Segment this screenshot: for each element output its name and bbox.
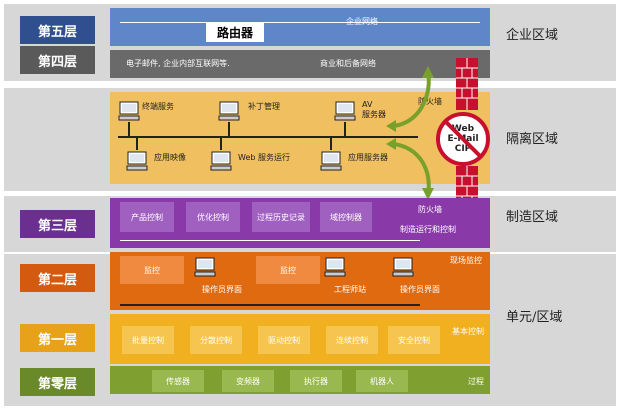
level-0-label: 第零层 <box>20 368 95 396</box>
mfg-ops-text: 制造运行和控制 <box>400 225 456 234</box>
process-label: 过程 <box>468 377 484 386</box>
hmi-1-pc-icon <box>194 257 216 277</box>
basic-box-batch: 批量控制 <box>122 326 174 354</box>
process-box-robot: 机器人 <box>356 370 408 392</box>
app-mirror-pc-icon <box>126 151 148 171</box>
mfg-box-optimization: 优化控制 <box>186 202 240 232</box>
mfg-box-product-control: 产品控制 <box>120 202 174 232</box>
mfg-box-process-history: 过程历史记录 <box>252 202 310 232</box>
arrows-icon <box>386 66 434 200</box>
terminal-service-text: 终端服务 <box>142 102 174 111</box>
router-box: 路由器 <box>206 22 264 42</box>
dmz-drop-1 <box>128 122 130 136</box>
patch-management-pc-icon <box>218 101 240 121</box>
patch-management-text: 补丁管理 <box>248 102 280 111</box>
hmi-2-pc-icon <box>392 257 414 277</box>
firewall-top-icon <box>456 58 478 110</box>
level-1-label: 第一层 <box>20 324 95 352</box>
enterprise-network-band <box>110 8 490 46</box>
hmi-2-text: 操作员界面 <box>400 285 440 294</box>
web-service-text: Web 服务运行 <box>238 153 290 162</box>
business-network-text: 商业和后备网络 <box>320 59 376 68</box>
dmz-drop-3 <box>344 122 346 136</box>
app-mirror-text: 应用映像 <box>154 153 186 162</box>
supervisory-label: 现场监控 <box>450 256 482 265</box>
cell-zone-label: 单元/区域 <box>506 310 563 325</box>
basic-box-distributed: 分散控制 <box>190 326 242 354</box>
dmz-drop-2 <box>228 122 230 136</box>
monitor-box-2: 监控 <box>256 256 320 284</box>
monitor-box-1: 监控 <box>120 256 184 284</box>
av-server-text: AV 服务器 <box>362 100 386 120</box>
level-3-label: 第三层 <box>20 210 95 238</box>
app-server-pc-icon <box>320 151 342 171</box>
firewall-top-text: 防火墙 <box>418 97 442 106</box>
av-server-label: AV 服务器 <box>362 100 386 119</box>
mfg-backbone-line <box>120 240 420 241</box>
av-server-pc-icon <box>334 101 356 121</box>
enterprise-network-text: 企业网络 <box>346 17 378 26</box>
process-box-vfd: 变频器 <box>222 370 274 392</box>
dmz-drop-6 <box>330 136 332 150</box>
workstation-pc-icon <box>324 257 346 277</box>
workstation-text: 工程师站 <box>334 285 366 294</box>
hmi-1-text: 操作员界面 <box>202 285 242 294</box>
process-box-actuator: 执行器 <box>290 370 342 392</box>
mfg-box-domain-controller: 域控制器 <box>320 202 372 232</box>
app-server-text: 应用服务器 <box>348 153 388 162</box>
email-intranet-text: 电子邮件, 企业内部互联网等. <box>126 59 230 68</box>
level-4-label: 第四层 <box>20 46 95 74</box>
dmz-backbone-line <box>118 136 418 138</box>
terminal-server-pc-icon <box>118 101 140 121</box>
isolation-zone-label: 隔离区域 <box>506 132 559 147</box>
enterprise-backbone-line <box>120 22 480 23</box>
level-5-label: 第五层 <box>20 16 95 44</box>
manufacturing-zone-label: 制造区域 <box>506 210 559 225</box>
blocked-protocols-badge: Web E-Mail CIP <box>436 112 490 166</box>
dmz-drop-5 <box>220 136 222 150</box>
basic-control-label: 基本控制 <box>452 327 484 336</box>
level-2-label: 第二层 <box>20 264 95 292</box>
dmz-drop-4 <box>136 136 138 150</box>
web-service-pc-icon <box>210 151 232 171</box>
basic-box-safety: 安全控制 <box>388 326 440 354</box>
mfg-firewall-text: 防火墙 <box>418 205 442 214</box>
basic-box-continuous: 连续控制 <box>326 326 378 354</box>
basic-box-drive: 驱动控制 <box>258 326 310 354</box>
process-box-sensor: 传感器 <box>152 370 204 392</box>
enterprise-zone-label: 企业区域 <box>506 28 559 43</box>
supervisory-backbone-line <box>120 304 420 306</box>
